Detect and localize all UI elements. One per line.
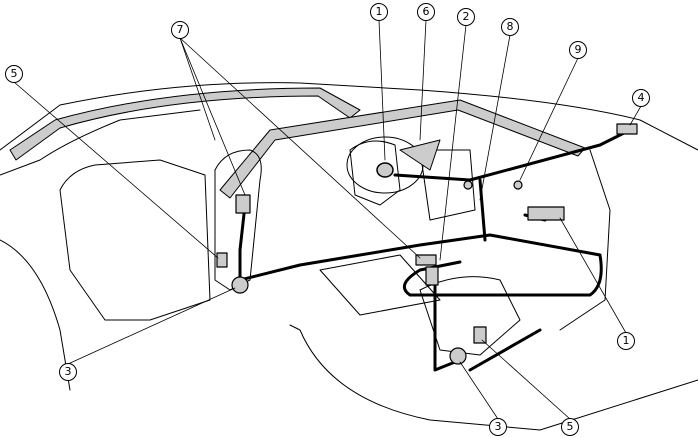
callout-8: 8 <box>501 18 519 36</box>
callout-7: 7 <box>171 21 189 39</box>
callout-2: 2 <box>457 8 475 26</box>
seats <box>214 140 521 356</box>
wiring-harness <box>238 128 632 372</box>
callout-6: 6 <box>417 3 435 21</box>
callout-3-left: 3 <box>59 363 77 381</box>
callout-9: 9 <box>569 41 587 59</box>
callout-1: 1 <box>370 3 388 21</box>
callout-1-right: 1 <box>617 332 635 350</box>
callout-5-bottom: 5 <box>561 418 579 436</box>
callout-5-left: 5 <box>5 65 23 83</box>
car-body-outline <box>0 82 698 431</box>
curtain-airbag <box>9 87 586 199</box>
callout-4: 4 <box>632 89 650 107</box>
leader-lines <box>13 19 642 420</box>
steering-wheel <box>346 136 441 194</box>
callout-3-bottom: 3 <box>489 418 507 436</box>
modules <box>216 123 638 365</box>
